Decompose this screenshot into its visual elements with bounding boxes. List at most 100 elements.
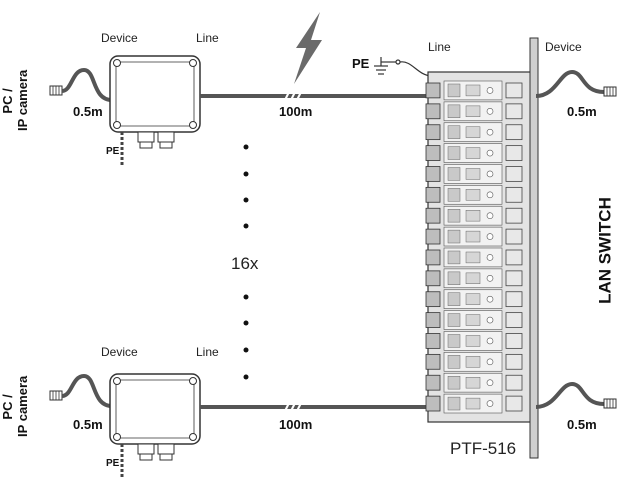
rj45-plug-icon	[603, 398, 617, 409]
cable-length-top-right: 0.5m	[567, 104, 597, 119]
module-component	[447, 396, 461, 411]
line-label-top-right: Line	[428, 40, 451, 54]
panel-port-right	[505, 228, 523, 245]
module-component	[465, 356, 481, 368]
module-component	[465, 335, 481, 347]
panel-port-right	[505, 333, 523, 349]
module-component	[447, 250, 461, 265]
rj45-plug-icon	[49, 85, 63, 96]
panel-port-left	[425, 249, 441, 266]
panel-port-right	[505, 124, 523, 141]
ptf-panel	[425, 37, 539, 459]
count-label: 16x	[231, 254, 259, 273]
module-component	[447, 271, 461, 285]
panel-port-left	[425, 353, 441, 370]
cable-length-top-line: 100m	[279, 104, 313, 119]
panel-port-right	[505, 270, 523, 287]
module-component	[465, 251, 481, 264]
patch-cable	[535, 381, 605, 409]
panel-port-right	[505, 374, 523, 391]
panel-port-right	[505, 395, 523, 412]
cable-length-bottom-line: 100m	[279, 417, 313, 432]
module-component	[486, 170, 494, 178]
module-component	[486, 358, 494, 366]
module-component	[465, 168, 481, 180]
module-component	[465, 105, 481, 117]
module-component	[486, 254, 494, 261]
right-bottom-cable	[535, 381, 617, 409]
pc-camera-label-top: PC / IP camera	[0, 69, 31, 131]
panel-port-right	[505, 82, 523, 99]
cable-length-bottom-left: 0.5m	[73, 417, 103, 432]
panel-port-left	[425, 333, 441, 349]
panel-port-left	[425, 82, 441, 99]
panel-port-right	[505, 207, 523, 224]
pe-label-top: PE	[352, 56, 370, 71]
module-component	[447, 209, 461, 223]
panel-port-left	[425, 395, 441, 412]
panel-port-left	[425, 374, 441, 391]
module-component	[447, 313, 461, 327]
module-component	[465, 210, 481, 222]
module-component	[447, 376, 461, 390]
module-component	[465, 397, 481, 410]
device-label-bottom-left: Device	[101, 345, 138, 359]
panel-port-right	[505, 145, 523, 161]
panel-port-left	[425, 124, 441, 141]
module-component	[486, 400, 494, 407]
pc-camera-line2: IP camera	[15, 69, 30, 131]
panel-port-left	[425, 186, 441, 203]
module-component	[447, 125, 461, 139]
protection-modules	[425, 80, 523, 414]
pe-label-box-top: PE	[106, 146, 120, 157]
panel-port-right	[505, 186, 523, 203]
panel-port-right	[505, 103, 523, 120]
lightning-bolt-icon	[294, 12, 322, 84]
lan-switch-label: LAN SWITCH	[595, 197, 615, 304]
module-component	[486, 275, 494, 282]
module-component	[465, 189, 481, 201]
patch-cable	[61, 373, 113, 408]
cable-break-marks	[284, 91, 302, 412]
cable-length-bottom-right: 0.5m	[567, 417, 597, 432]
pc-camera-label-bottom: PC / IP camera	[0, 375, 31, 437]
panel-port-left	[425, 270, 441, 287]
module-component	[447, 83, 461, 98]
bottom-device-group	[49, 373, 440, 478]
ground-symbol-icon	[374, 57, 433, 77]
junction-box	[109, 373, 201, 461]
module-component	[465, 84, 481, 97]
pc-camera-line1: PC /	[0, 394, 16, 420]
patch-cable	[535, 69, 605, 98]
module-component	[447, 188, 461, 202]
patch-cable	[61, 67, 113, 102]
cable-length-top-left: 0.5m	[73, 104, 103, 119]
module-component	[486, 212, 494, 219]
module-component	[486, 108, 494, 115]
panel-port-left	[425, 103, 441, 120]
module-component	[447, 292, 461, 306]
panel-port-left	[425, 145, 441, 161]
panel-port-right	[505, 353, 523, 370]
module-component	[486, 337, 494, 345]
panel-port-right	[505, 312, 523, 328]
module-component	[465, 126, 481, 138]
pc-camera-line2: IP camera	[15, 375, 30, 437]
module-component	[486, 295, 494, 303]
module-component	[486, 316, 494, 324]
rj45-plug-icon	[603, 86, 617, 97]
module-component	[447, 355, 461, 369]
module-component	[486, 87, 494, 94]
line-label-bottom-left: Line	[196, 345, 219, 359]
device-label-top-right: Device	[545, 40, 582, 54]
module-component	[447, 334, 461, 348]
panel-port-left	[425, 312, 441, 328]
module-component	[486, 379, 494, 386]
module-component	[447, 104, 461, 118]
module-component	[465, 230, 481, 243]
panel-port-left	[425, 291, 441, 308]
line-label-top-left: Line	[196, 31, 219, 45]
rj45-plug-icon	[49, 390, 63, 401]
right-top-cable	[535, 69, 617, 98]
